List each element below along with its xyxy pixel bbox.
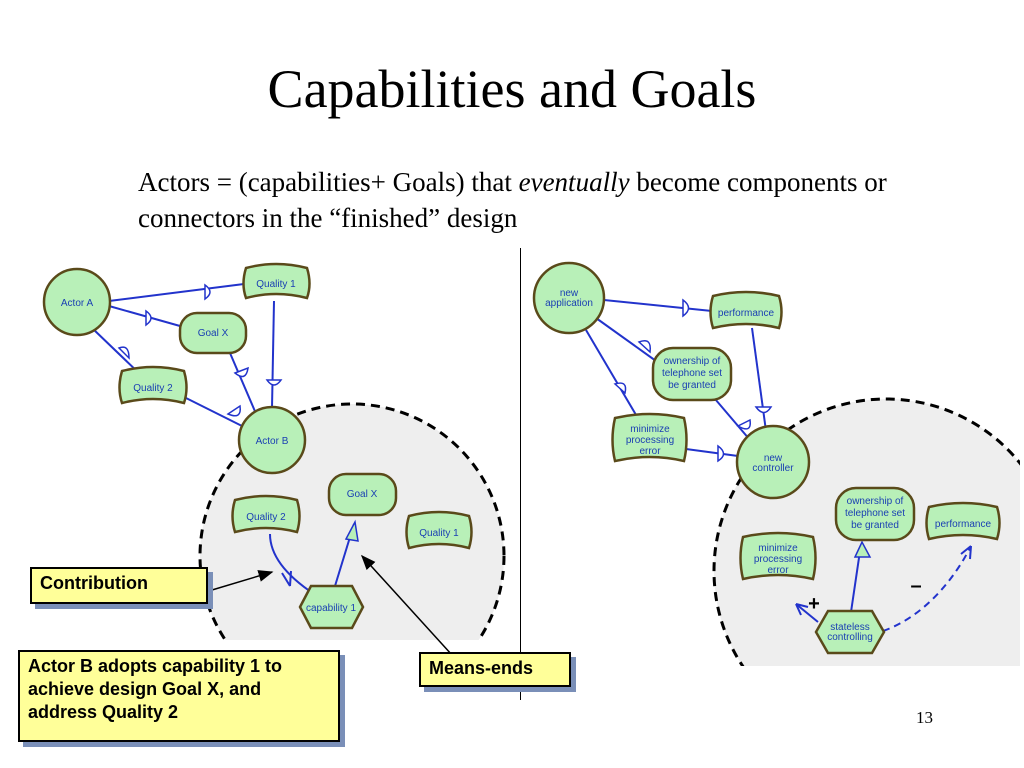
actor-b-adopts-callout-text: Actor B adopts capability 1 to achieve d… [28,656,283,722]
actor-a-label: Actor A [61,298,94,309]
dependency-marker [226,404,241,417]
ownership-top-label-2: telephone set [662,368,722,379]
link-quality2-actor-b [181,395,243,427]
link-app-ownership [595,317,657,362]
stateless-label-1: stateless [830,622,869,633]
contribution-arrowhead-minus [960,545,972,560]
link-actor-a-quality1 [108,283,245,302]
quality1-top-node [242,262,311,300]
new-application-label-1: new [560,288,579,299]
minimize-top-label-1: minimize [630,424,670,435]
stateless-label-2: controlling [827,632,873,643]
goal-x-inside-label: Goal X [347,489,378,500]
contribution-pointer [211,570,274,591]
ownership-top-label-3: be granted [668,380,716,391]
minimize-top-label-2: processing [626,435,674,446]
left-diagram: Actor A Quality 1 Goal X Quality 2 Actor… [42,262,506,640]
stateless-controlling-node [814,609,886,655]
performance-top-label: performance [718,308,775,319]
performance-inside-node [925,501,1001,541]
new-application-node [532,261,606,335]
slide-title: Capabilities and Goals [267,59,757,119]
link-app-performance [603,299,713,312]
dependency-marker [613,382,627,395]
subtitle-emphasis: eventually [518,167,630,197]
performance-inside-label: performance [935,519,992,530]
contribution-arrowhead-plus [795,603,809,616]
ownership-inside-label-3: be granted [851,520,899,531]
quality2-inside-node [231,494,301,534]
quality1-inside-label: Quality 1 [419,528,459,539]
actor-b-node [237,405,307,475]
new-application-label-2: application [545,298,593,309]
new-controller-label-1: new [764,453,783,464]
means-ends-pointer [360,554,453,656]
dependency-marker [204,283,211,301]
performance-top-node [709,290,783,330]
dependency-marker [117,346,130,360]
minus-sign: – [910,575,921,597]
subtitle-text-post: become components or connectors in the “… [138,167,887,233]
dependency-marker [736,418,751,430]
ownership-inside-label-1: ownership of [847,496,904,507]
goal-x-inside-node [327,472,398,517]
dependency-marker [145,309,152,327]
plus-sign: + [808,593,820,615]
capability1-node [298,584,365,630]
contribution-callout: Contribution [30,567,208,604]
right-diagram: new application performance ownership of… [532,261,1020,666]
slide-subtitle: Actors = (capabilities+ Goals) that even… [138,164,918,236]
quality2-top-node [118,365,188,405]
actor-a-node [42,267,112,337]
ownership-top-label-1: ownership of [664,356,721,367]
contribution-arrowhead [281,570,292,587]
quality1-top-label: Quality 1 [256,279,296,290]
link-quality1-actor-b [271,300,275,409]
new-controller-label-2: controller [752,463,794,474]
ownership-top-node [651,346,733,402]
ownership-inside-node [834,486,916,542]
diagram-divider [520,248,521,700]
link-performance-controller [751,327,767,432]
quality1-inside-node [405,510,473,550]
quality2-inside-label: Quality 2 [246,512,286,523]
minimize-top-node [611,412,688,463]
dependency-marker [233,366,249,378]
link-goal-x-actor-b [226,345,258,417]
minimize-inside-label-1: minimize [758,543,798,554]
means-ends-callout: Means-ends [419,652,571,687]
link-stateless-performance [882,545,972,632]
link-capability-quality2 [269,533,315,595]
means-ends-callout-text: Means-ends [429,658,534,678]
goal-x-top-node [178,311,248,355]
means-ends-arrowhead [853,540,872,558]
means-ends-arrowhead [344,519,359,542]
dependency-marker [637,340,652,354]
capability1-label: capability 1 [306,603,356,614]
minimize-inside-label-3: error [767,565,789,576]
dependency-marker [754,406,773,414]
dependency-marker [717,444,725,463]
actor-b-adopts-callout: Actor B adopts capability 1 to achieve d… [18,650,340,742]
minimize-top-label-3: error [639,446,661,457]
link-stateless-minimize [795,603,819,623]
goal-x-top-label: Goal X [198,328,229,339]
dependency-marker [682,298,690,318]
new-controller-node [735,424,811,500]
minimize-inside-label-2: processing [754,554,802,565]
link-actor-a-goal-x [108,305,181,327]
quality2-top-label: Quality 2 [133,383,173,394]
minimize-inside-node [739,531,817,581]
link-stateless-ownership [850,550,861,613]
page-number: 13 [916,708,933,727]
link-app-minimize [585,329,640,421]
subtitle-text-pre: Actors = (capabilities+ Goals) that [138,167,519,197]
actor-b-label: Actor B [256,436,289,447]
ownership-inside-label-2: telephone set [845,508,905,519]
dependency-marker [265,379,283,386]
contribution-callout-text: Contribution [40,573,148,593]
link-minimize-controller [685,448,739,457]
